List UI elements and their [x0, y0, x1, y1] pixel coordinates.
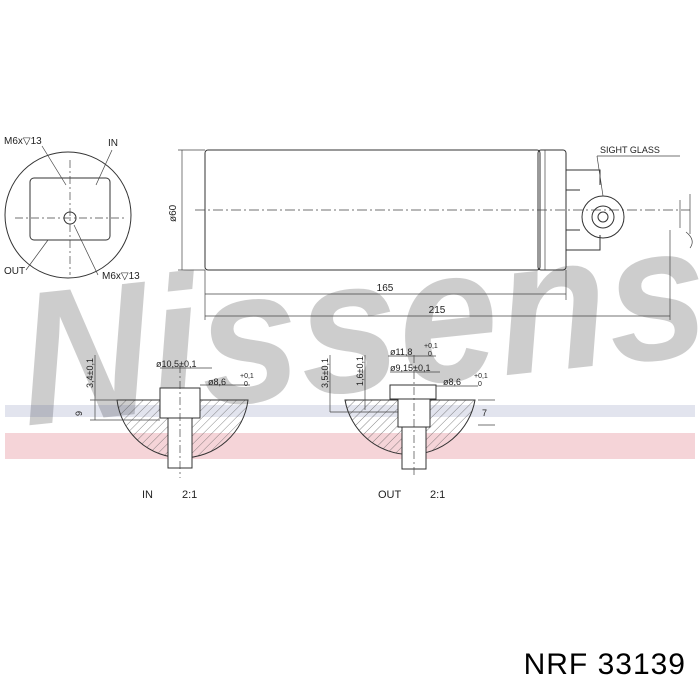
in-height-label: 3,4±0,1 [85, 358, 95, 388]
out-height-label: 3,5±0,1 [320, 358, 330, 388]
leader-thread-top [41, 145, 67, 186]
out-bore-dia-label: ø8,6 [443, 377, 461, 387]
leader-thread-bottom [73, 224, 99, 276]
in-outer-dia-label: ø10,5±0,1 [156, 359, 196, 369]
end-flange-arc [685, 231, 693, 249]
in-bore-tol-lower: 0 [244, 381, 248, 388]
detail-in: 3,4±0,1 9 ø10,5±0,1 ø8,6 +0,1 0 IN 2:1 [74, 355, 254, 501]
in-scale: 2:1 [182, 489, 197, 501]
out-depth-label: 7 [482, 408, 487, 418]
out-outer-dia-label: ø11,8 [390, 347, 412, 357]
sight-glass-core [597, 211, 609, 223]
out-outer-tol-lower: 0 [428, 351, 432, 358]
out-bore-tol-lower: 0 [478, 381, 482, 388]
end-view-thread-top-label: M6x▽13 [4, 136, 42, 147]
sight-glass-label: SIGHT GLASS [600, 145, 660, 155]
length-inner-label: 165 [377, 283, 394, 294]
out-bore-tol-upper: +0,1 [474, 373, 488, 380]
sight-glass-leader [596, 155, 604, 197]
out-step-label: 1,6±0,1 [355, 356, 365, 386]
side-view: SIGHT GLASS ø60 165 215 [168, 145, 693, 320]
part-number: NRF 33139 [523, 648, 686, 681]
out-mid-dia-label: ø9,15±0,1 [390, 363, 430, 373]
leader-out [25, 239, 49, 271]
out-outer-tol-upper: +0,1 [424, 343, 438, 350]
watermark-stripe-pink [5, 433, 695, 459]
out-scale: 2:1 [430, 489, 445, 501]
end-view-port [63, 211, 77, 225]
leader-in [95, 149, 113, 186]
end-view-outline [4, 151, 132, 279]
end-view-thread-bottom-label: M6x▽13 [102, 271, 140, 282]
in-bore-tol-upper: +0,1 [240, 373, 254, 380]
detail-in-channel [167, 417, 193, 469]
sight-glass-inner [591, 205, 615, 229]
end-view-in-label: IN [108, 138, 118, 149]
in-depth-label: 9 [74, 411, 84, 416]
detail-out-counterbore [389, 384, 437, 400]
in-bore-dia-label: ø8,6 [208, 377, 226, 387]
end-view-out-label: OUT [4, 266, 25, 277]
outlet-fitting [566, 169, 601, 251]
diameter-label: ø60 [168, 204, 179, 222]
in-caption: IN [142, 489, 153, 501]
length-total-label: 215 [429, 305, 446, 316]
detail-out: 3,5±0,1 1,6±0,1 7 ø11,8 +0,1 0 ø9,15±0,1… [320, 343, 495, 501]
out-caption: OUT [378, 489, 402, 501]
end-view: M6x▽13 IN OUT M6x▽13 [4, 136, 140, 282]
